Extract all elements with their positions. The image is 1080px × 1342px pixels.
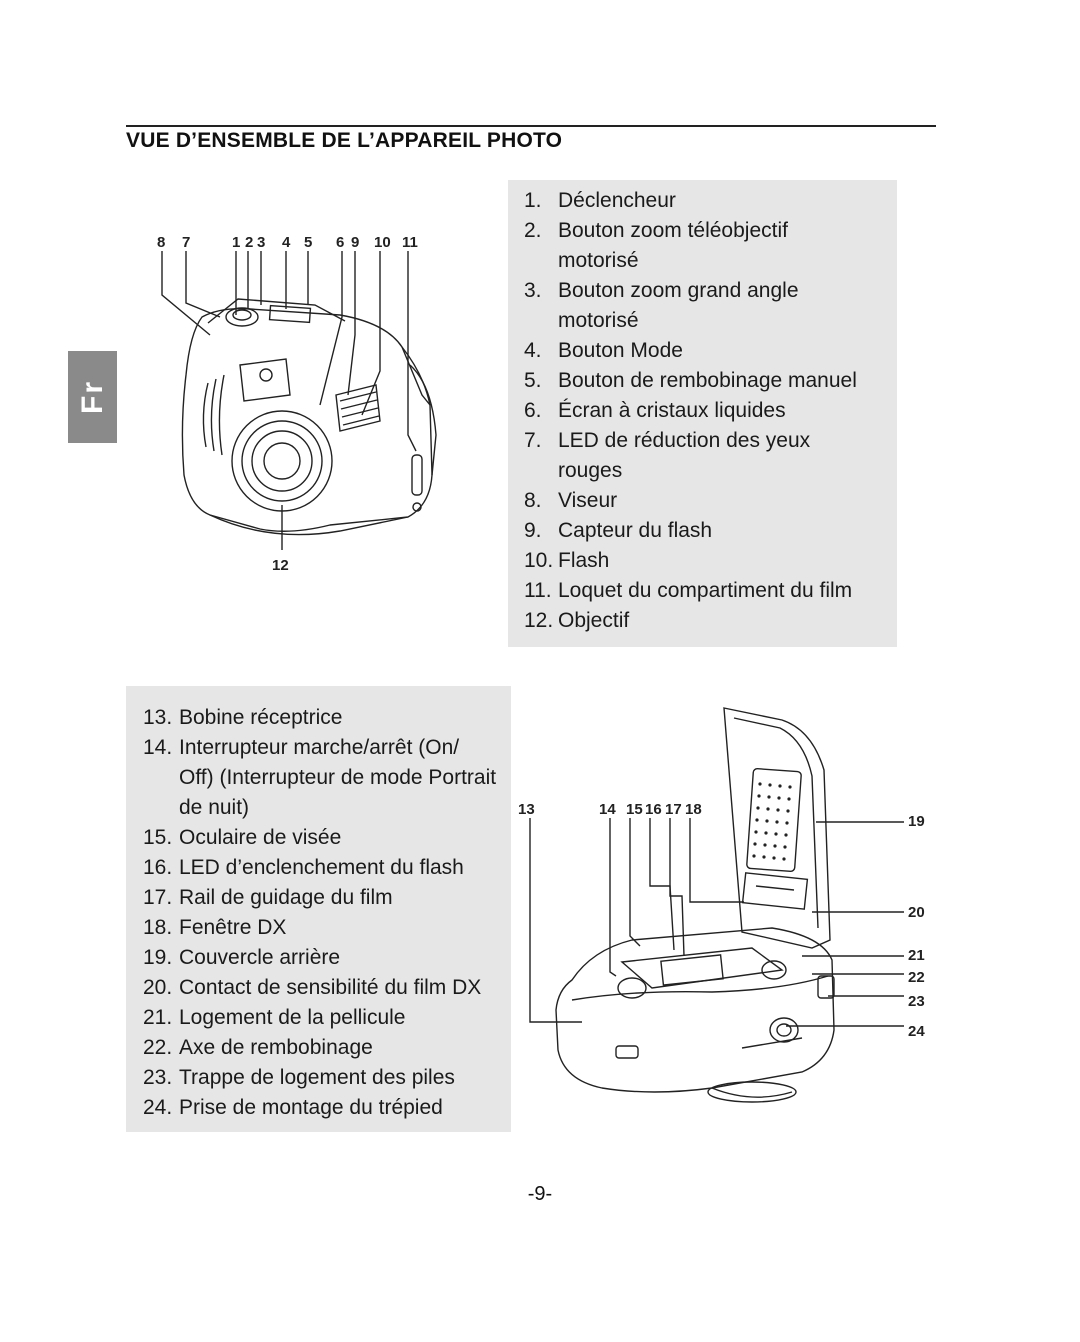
language-tab: Fr bbox=[68, 351, 117, 443]
callout-12: 12 bbox=[272, 557, 289, 574]
callout-13: 13 bbox=[518, 801, 535, 818]
list-item: 18.Fenêtre DX bbox=[143, 916, 287, 939]
callout-8: 8 bbox=[157, 234, 165, 251]
callout-4: 4 bbox=[282, 234, 291, 251]
callout-23: 23 bbox=[908, 993, 925, 1010]
callout-1: 1 bbox=[232, 234, 240, 251]
title-rule bbox=[126, 125, 936, 127]
list-item: 22.Axe de rembobinage bbox=[143, 1036, 373, 1059]
callout-6: 6 bbox=[336, 234, 344, 251]
list-item: 1.Déclencheur bbox=[524, 189, 676, 212]
list-item: 8.Viseur bbox=[524, 489, 618, 512]
callout-3: 3 bbox=[257, 234, 265, 251]
callout-9: 9 bbox=[351, 234, 359, 251]
callout-14: 14 bbox=[599, 801, 616, 818]
callout-24: 24 bbox=[908, 1023, 925, 1040]
camera-back-drawing: 13 14 15 16 17 18 19 20 21 22 23 24 bbox=[518, 707, 925, 1103]
list-item: 11.Loquet du compartiment du film bbox=[524, 579, 853, 602]
list-item: 24.Prise de montage du trépied bbox=[143, 1096, 443, 1119]
front-parts-list: 1.Déclencheur 2.Bouton zoom téléobjectif… bbox=[524, 186, 897, 636]
list-item: 21.Logement de la pellicule bbox=[143, 1006, 406, 1029]
list-item: 4.Bouton Mode bbox=[524, 339, 683, 362]
callout-11: 11 bbox=[402, 234, 418, 251]
language-tab-label: Fr bbox=[75, 380, 109, 414]
list-item: 12.Objectif bbox=[524, 609, 630, 632]
callout-16: 16 bbox=[645, 801, 662, 818]
list-item: 14.Interrupteur marche/arrêt (On/ Off) (… bbox=[143, 736, 497, 819]
callout-20: 20 bbox=[908, 904, 925, 921]
camera-front-illustration: 8 7 1 2 3 4 5 6 9 10 11 12 bbox=[140, 225, 470, 585]
list-item: 17.Rail de guidage du film bbox=[143, 886, 393, 909]
callout-18: 18 bbox=[685, 801, 702, 818]
camera-front-drawing: 8 7 1 2 3 4 5 6 9 10 11 12 bbox=[157, 234, 437, 574]
list-item: 20.Contact de sensibilité du film DX bbox=[143, 976, 482, 999]
list-item: 6.Écran à cristaux liquides bbox=[524, 399, 786, 422]
list-item: 9.Capteur du flash bbox=[524, 519, 713, 542]
list-item: 7.LED de réduction des yeux rouges bbox=[524, 429, 811, 482]
callout-10: 10 bbox=[374, 234, 391, 251]
back-parts-panel: 13.Bobine réceptrice 14.Interrupteur mar… bbox=[126, 686, 511, 1132]
list-item: 16.LED d’enclenchement du flash bbox=[143, 856, 464, 879]
callout-2: 2 bbox=[245, 234, 253, 251]
callout-5: 5 bbox=[304, 234, 312, 251]
list-item: 10.Flash bbox=[524, 549, 610, 572]
list-item: 23.Trappe de logement des piles bbox=[143, 1066, 455, 1089]
camera-back-illustration: 13 14 15 16 17 18 19 20 21 22 23 24 bbox=[512, 700, 942, 1110]
callout-22: 22 bbox=[908, 969, 925, 986]
callout-7: 7 bbox=[182, 234, 190, 251]
page-title: VUE D’ENSEMBLE DE L’APPAREIL PHOTO bbox=[126, 129, 563, 152]
callout-21: 21 bbox=[908, 947, 925, 964]
callout-17: 17 bbox=[665, 801, 682, 818]
back-parts-list: 13.Bobine réceptrice 14.Interrupteur mar… bbox=[143, 703, 511, 1123]
list-item: 5.Bouton de rembobinage manuel bbox=[524, 369, 857, 392]
front-parts-panel: 1.Déclencheur 2.Bouton zoom téléobjectif… bbox=[508, 180, 897, 647]
list-item: 13.Bobine réceptrice bbox=[143, 706, 343, 729]
list-item: 15.Oculaire de visée bbox=[143, 826, 342, 849]
list-item: 2.Bouton zoom téléobjectif motorisé bbox=[524, 219, 788, 272]
list-item: 3.Bouton zoom grand angle motorisé bbox=[524, 279, 799, 332]
callout-15: 15 bbox=[626, 801, 643, 818]
page-number: -9- bbox=[527, 1183, 553, 1205]
callout-19: 19 bbox=[908, 813, 925, 830]
list-item: 19.Couvercle arrière bbox=[143, 946, 341, 969]
